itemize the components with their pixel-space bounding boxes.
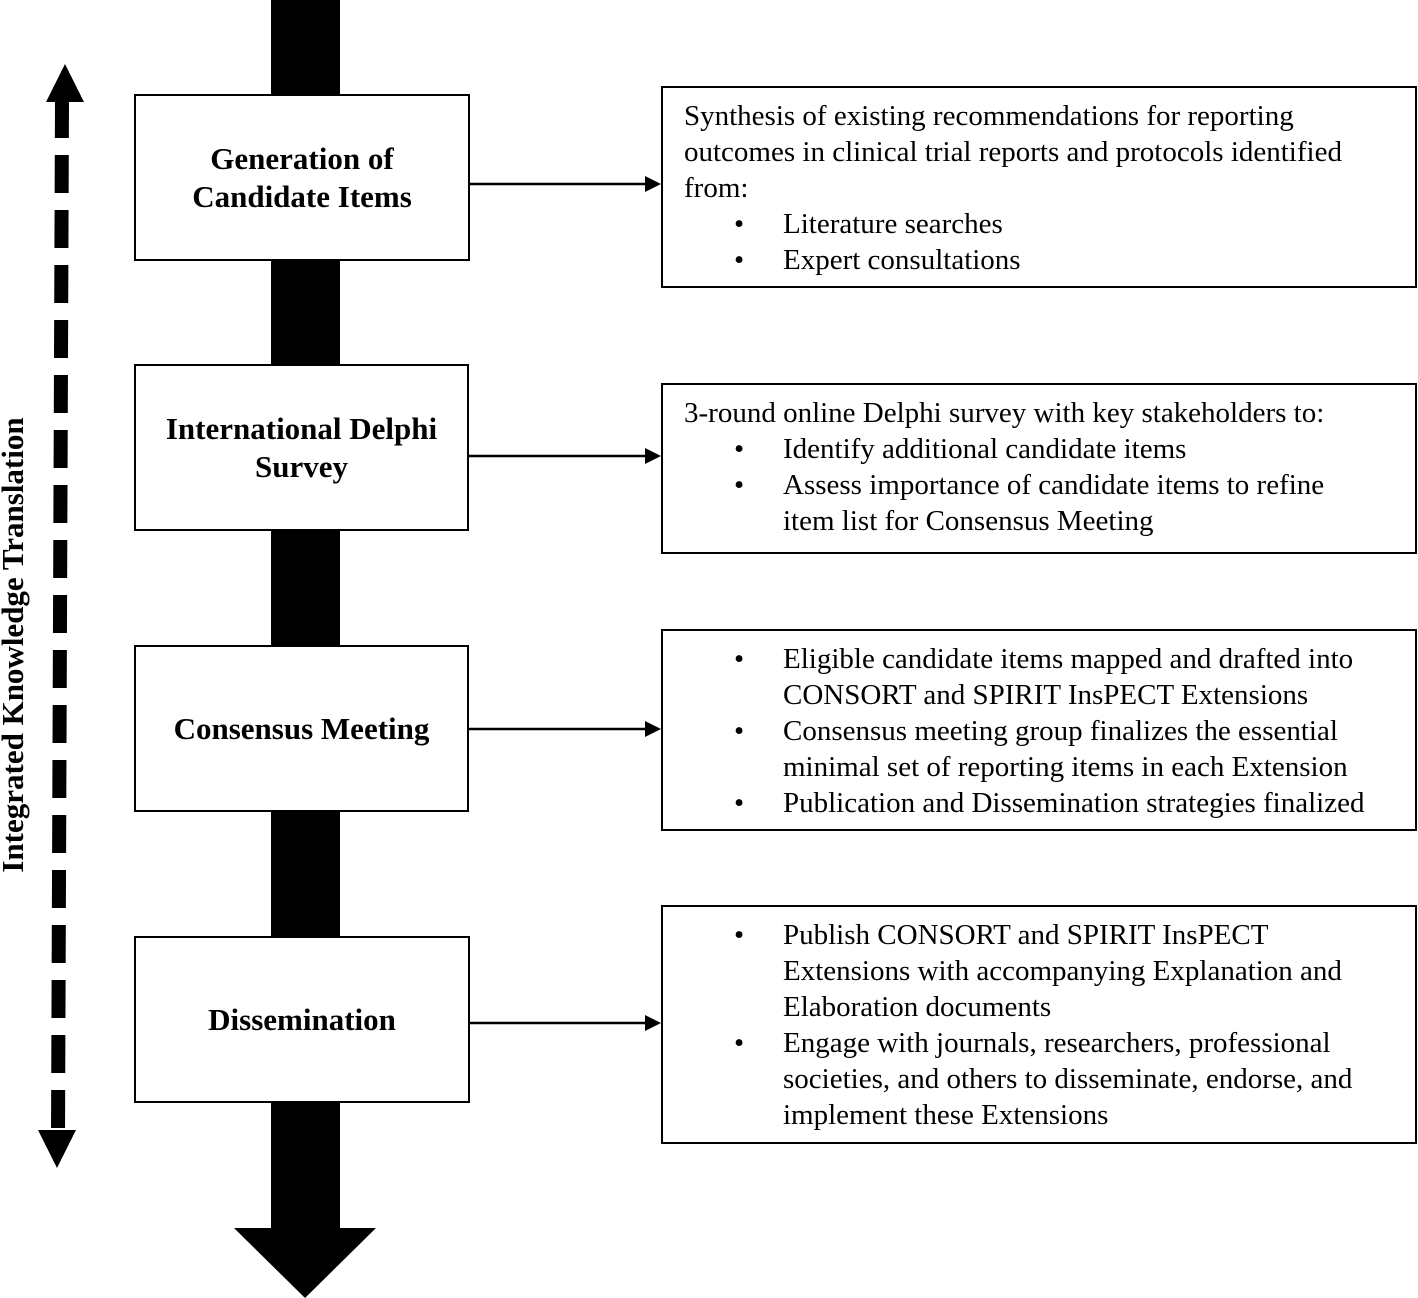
list-item-text: Literature searches: [783, 208, 1003, 240]
detail-intro: Synthesis of existing recommendations fo…: [684, 100, 1342, 204]
kt-arrow-down-head: [38, 1130, 76, 1168]
list-item-text: Assess importance of candidate items to …: [783, 469, 1325, 537]
stage-label: Consensus Meeting: [173, 710, 430, 746]
side-label: Integrated Knowledge Translation: [0, 417, 30, 873]
stage-box-consensus-meeting: Consensus Meeting: [134, 645, 469, 812]
stage-box-dissemination: Dissemination: [134, 936, 470, 1103]
list-item: • Expert consultations: [684, 242, 1397, 278]
detail-box-consensus-meeting: • Eligible candidate items mapped and dra…: [661, 629, 1417, 831]
stage-box-delphi-survey: International Delphi Survey: [134, 364, 469, 531]
detail-box-dissemination: • Publish CONSORT and SPIRIT InsPECT Exte…: [661, 905, 1417, 1144]
detail-intro: 3-round online Delphi survey with key st…: [684, 397, 1325, 429]
stage-label: International Delphi Survey: [165, 410, 438, 484]
detail-list: • Publish CONSORT and SPIRIT InsPECT Exte…: [684, 917, 1397, 1133]
bullet-icon: •: [734, 919, 745, 951]
list-item-text: Eligible candidate items mapped and draf…: [783, 643, 1354, 711]
connector-arrow-3: [469, 721, 661, 737]
kt-arrow-dashed-line: [51, 99, 69, 1136]
bullet-icon: •: [734, 643, 745, 675]
bullet-icon: •: [734, 208, 745, 240]
list-item-text: Engage with journals, researchers, profe…: [783, 1027, 1353, 1131]
stage-label: Dissemination: [208, 1001, 396, 1037]
bullet-icon: •: [734, 787, 745, 819]
detail-box-delphi-survey: 3-round online Delphi survey with key st…: [661, 383, 1417, 554]
connector-arrow-4: [470, 1015, 661, 1031]
list-item: • Eligible candidate items mapped and dra…: [684, 641, 1397, 713]
list-item: • Identify additional candidate items: [684, 431, 1397, 467]
detail-list: • Literature searches • Expert consultatio…: [684, 206, 1397, 278]
list-item-text: Publish CONSORT and SPIRIT InsPECT Exten…: [783, 919, 1342, 1023]
detail-list: • Eligible candidate items mapped and dra…: [684, 641, 1397, 821]
bullet-icon: •: [734, 244, 745, 276]
process-arrow-head: [234, 1228, 376, 1298]
bullet-icon: •: [734, 715, 745, 747]
list-item-text: Consensus meeting group finalizes the es…: [783, 715, 1348, 783]
detail-list: • Identify additional candidate items • As…: [684, 431, 1397, 539]
list-item-text: Publication and Dissemination strategies…: [783, 787, 1365, 819]
stage-label: Generation of Candidate Items: [192, 140, 412, 214]
list-item: • Publish CONSORT and SPIRIT InsPECT Exte…: [684, 917, 1397, 1025]
list-item-text: Identify additional candidate items: [783, 433, 1187, 465]
bullet-icon: •: [734, 1027, 745, 1059]
stage-box-generation: Generation of Candidate Items: [134, 94, 470, 261]
bullet-icon: •: [734, 469, 745, 501]
list-item: • Engage with journals, researchers, prof…: [684, 1025, 1397, 1133]
list-item: • Literature searches: [684, 206, 1397, 242]
detail-box-generation: Synthesis of existing recommendations fo…: [661, 86, 1417, 288]
list-item-text: Expert consultations: [783, 244, 1021, 276]
list-item: • Consensus meeting group finalizes the e…: [684, 713, 1397, 785]
connector-arrow-1: [470, 176, 661, 192]
list-item: • Publication and Dissemination strategie…: [684, 785, 1397, 821]
list-item: • Assess importance of candidate items to…: [684, 467, 1397, 539]
connector-arrow-2: [469, 448, 661, 464]
kt-arrow-up-head: [46, 64, 84, 102]
bullet-icon: •: [734, 433, 745, 465]
